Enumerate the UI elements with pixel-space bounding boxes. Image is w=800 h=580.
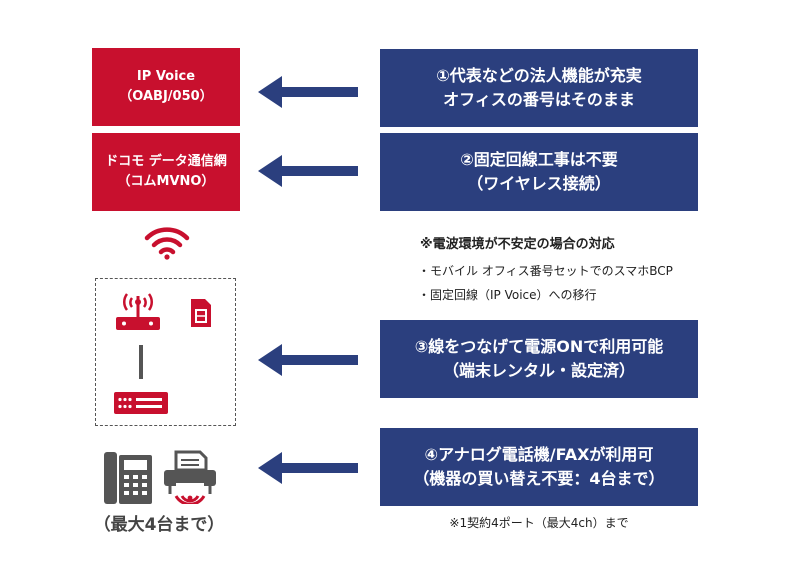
fax-icon [164, 450, 216, 504]
arrow-3 [258, 344, 358, 376]
connector-line [139, 345, 143, 379]
feature-3-line1: ③線をつなげて電源ONで利用可能 [414, 337, 664, 356]
ip-voice-title: IP Voice [136, 69, 196, 84]
docomo-network-subtitle: （コムMVNO） [117, 174, 215, 189]
feature-box-1: ①代表などの法人機能が充実 オフィスの番号はそのまま [380, 49, 698, 127]
arrow-1 [258, 76, 358, 108]
router-icon [116, 293, 160, 330]
note-title: ※電波環境が不安定の場合の対応 [420, 237, 615, 252]
arrow-4 [258, 452, 358, 484]
note-line-2: ・固定回線（IP Voice）への移行 [418, 288, 597, 302]
feature-1-line2: オフィスの番号はそのまま [443, 90, 635, 109]
wifi-icon [144, 227, 190, 260]
ip-voice-box: IP Voice （OABJ/050） [92, 48, 240, 126]
docomo-network-title: ドコモ データ通信網 [105, 154, 227, 169]
feature-2-line2: （ワイヤレス接続） [467, 174, 611, 193]
feature-1-line1: ①代表などの法人機能が充実 [436, 66, 642, 85]
sim-card-icon [191, 299, 211, 327]
footnote: ※1契約4ポート（最大4ch）まで [449, 516, 629, 530]
arrow-2 [258, 155, 358, 187]
terminal-adapter-icon [114, 392, 168, 414]
ip-voice-subtitle: （OABJ/050） [119, 89, 213, 104]
feature-box-2: ②固定回線工事は不要 （ワイヤレス接続） [380, 133, 698, 211]
device-box [95, 278, 236, 426]
feature-3-line2: （端末レンタル・設定済） [442, 361, 635, 380]
phones-caption: （最大4台まで） [93, 515, 225, 535]
feature-4-line1: ④アナログ電話機/FAXが利用可 [424, 445, 654, 464]
docomo-network-box: ドコモ データ通信網 （コムMVNO） [92, 133, 240, 211]
feature-box-3: ③線をつなげて電源ONで利用可能 （端末レンタル・設定済） [380, 320, 698, 398]
desk-phone-icon [104, 452, 152, 504]
note-line-1: ・モバイル オフィス番号セットでのスマホBCP [418, 264, 673, 278]
feature-2-line1: ②固定回線工事は不要 [460, 150, 618, 169]
feature-4-line2: （機器の買い替え不要：4台まで） [413, 469, 665, 488]
feature-box-4: ④アナログ電話機/FAXが利用可 （機器の買い替え不要：4台まで） [380, 428, 698, 506]
